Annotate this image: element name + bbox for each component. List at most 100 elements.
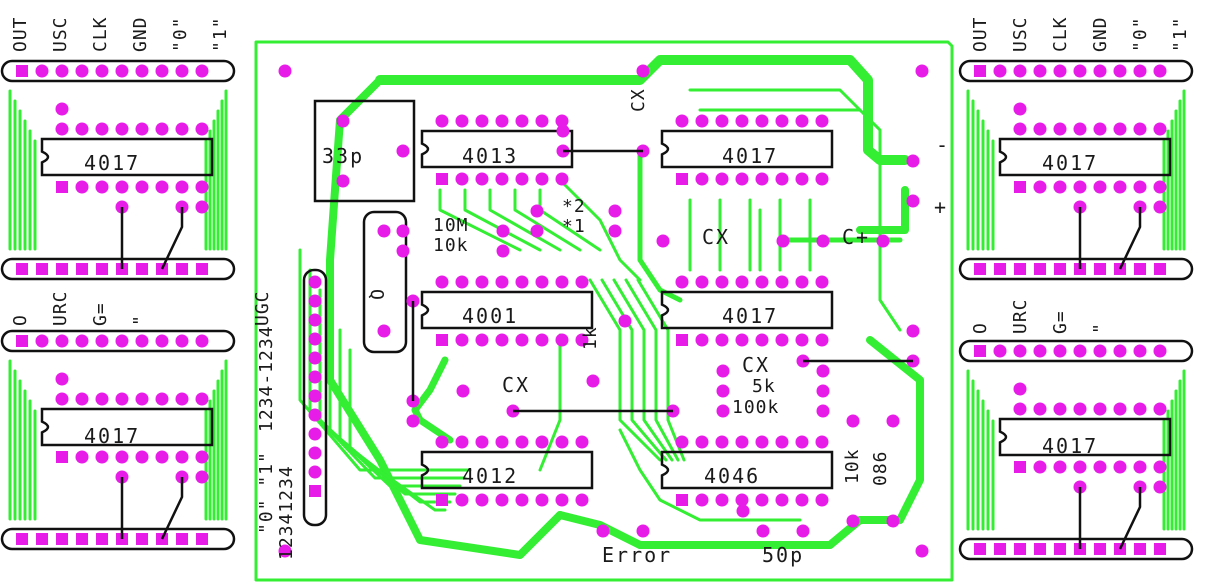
- component-pad: [396, 224, 410, 238]
- header-pad: [1034, 263, 1046, 275]
- trace: [618, 428, 802, 522]
- header-pad: [16, 533, 28, 545]
- header-pad: [1113, 64, 1127, 78]
- module-wire: [160, 477, 184, 540]
- header-label-left-bot: URC: [50, 290, 71, 326]
- pin-pad: [75, 180, 89, 194]
- chip-4012: [420, 450, 594, 490]
- pin-pad: [135, 180, 149, 194]
- pin-pad: [455, 333, 469, 347]
- pin-pad: [535, 493, 549, 507]
- label-vert-code: 1234-1234: [256, 325, 277, 432]
- header-label-right-bot: O: [970, 322, 991, 334]
- header-pad: [35, 334, 49, 348]
- left-bottom-header-bottom: [0, 527, 236, 551]
- module-pad: [55, 102, 69, 116]
- header-pad: [76, 263, 88, 275]
- right-bottom-header-bottom: [958, 537, 1194, 561]
- pin-pad: [515, 333, 529, 347]
- chip-label-left-top-4017: 4017: [84, 151, 140, 175]
- pin-pad: [555, 275, 569, 289]
- component-pad: [816, 404, 830, 418]
- component-pad: [618, 314, 632, 328]
- header-pad: [1014, 543, 1026, 555]
- header-label-right-top: OUT: [970, 16, 991, 52]
- trace: [588, 278, 662, 462]
- chip-label-4001: 4001: [462, 304, 518, 328]
- pin-pad: [755, 333, 769, 347]
- pin-pad: [1093, 180, 1107, 194]
- pin-pad: [135, 122, 149, 136]
- header-pad: [994, 543, 1006, 555]
- header-pad: [993, 64, 1007, 78]
- copper-traces: [8, 40, 1186, 582]
- pin-pad: [195, 122, 209, 136]
- header-pad: [56, 533, 68, 545]
- header-pad: [115, 64, 129, 78]
- component-pad: [716, 384, 730, 398]
- trace: [298, 248, 472, 472]
- pin-pad: [735, 172, 749, 186]
- pin-pad: [1013, 402, 1027, 416]
- trace: [698, 108, 902, 332]
- header-pad: [135, 334, 149, 348]
- module-wire: [160, 207, 184, 270]
- header-label-right-top: USC: [1010, 16, 1031, 52]
- pin-pad: [535, 114, 549, 128]
- header-pad: [1014, 263, 1026, 275]
- pin-pad: [555, 435, 569, 449]
- header-pad: [1013, 64, 1027, 78]
- right-top-chip: [998, 137, 1172, 177]
- header-pad: [1154, 263, 1166, 275]
- label-10k: 10k: [433, 235, 469, 256]
- trace: [624, 278, 680, 462]
- pin-pad: [755, 493, 769, 507]
- header-pad: [974, 263, 986, 275]
- trace: [558, 178, 642, 282]
- header-label-left-top: "0": [170, 16, 191, 52]
- header-pad: [1153, 64, 1167, 78]
- component-pad: [796, 524, 810, 538]
- pin-pad: [155, 450, 169, 464]
- header-pad: [1093, 344, 1107, 358]
- header-pad: [1134, 263, 1146, 275]
- label-minus: -: [936, 133, 950, 157]
- pin-pad: [675, 114, 689, 128]
- chip-label-4046: 4046: [704, 464, 760, 488]
- header-pad: [96, 263, 108, 275]
- trace: [348, 348, 447, 512]
- right-bottom-header-top: [958, 339, 1194, 363]
- header-label-left-top: USC: [50, 16, 71, 52]
- header-label-right-top: CLK: [1050, 16, 1071, 52]
- component-pad: [846, 514, 860, 528]
- component-pad: [406, 414, 420, 428]
- pin-pad: [1073, 122, 1087, 136]
- pin-pad: [1033, 122, 1047, 136]
- pin-pad: [455, 275, 469, 289]
- pin-pad: [155, 180, 169, 194]
- pin-pad: [695, 493, 709, 507]
- pin-pad: [815, 435, 829, 449]
- pin-pad: [695, 333, 709, 347]
- pin-pad: [535, 333, 549, 347]
- chip-4001: [420, 290, 594, 330]
- component-pad: [906, 194, 920, 208]
- module-pad: [195, 470, 209, 484]
- header-pad: [1134, 543, 1146, 555]
- header-pad: [974, 65, 986, 77]
- pin-pad: [1013, 122, 1027, 136]
- header-pad: [75, 334, 89, 348]
- left-bottom-chip: [40, 407, 214, 447]
- power-trace-right: [856, 186, 909, 234]
- pin-pad: [755, 114, 769, 128]
- pin-pad: [1073, 460, 1087, 474]
- component-pad: [716, 404, 730, 418]
- pin-pad: [715, 435, 729, 449]
- jumper-wires: [120, 149, 1142, 550]
- header-pad: [136, 533, 148, 545]
- label-vert-digits: 12341234: [276, 465, 297, 560]
- cap-33p-outline: [313, 99, 416, 203]
- mount-hole: [278, 544, 292, 558]
- header-label-left-top: "1": [210, 16, 231, 52]
- component-pad: [736, 504, 750, 518]
